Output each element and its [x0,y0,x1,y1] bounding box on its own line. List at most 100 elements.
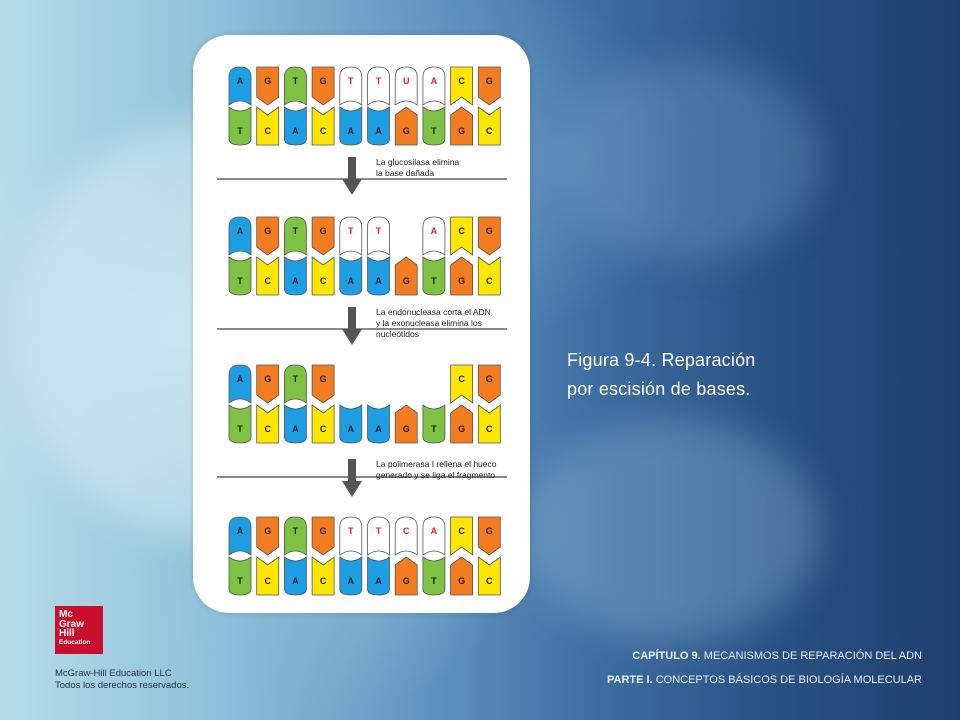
base-label: A [375,276,382,286]
step-label: La endonucleasa corta el ADN [376,307,491,317]
base-label: G [264,76,271,86]
base-label: T [431,276,437,286]
base-label: A [237,76,244,86]
nucleotide-bottom [284,106,307,146]
nucleotide-top [367,516,390,556]
copyright-notice: McGraw-Hill Education LLC Todos los dere… [55,668,189,692]
base-label: C [403,526,410,536]
nucleotide-bottom [394,256,418,296]
nucleotide-top [477,216,501,256]
base-label: G [458,126,465,136]
base-label: G [264,226,271,236]
nucleotide-top [450,66,473,106]
base-label: T [293,374,299,384]
base-label: G [486,76,493,86]
nucleotide-bottom [311,404,335,444]
base-label: T [237,576,243,586]
chapter-title: MECANISMOS DE REPARACIÓN DEL ADN [703,650,922,662]
background-blob [560,60,820,260]
nucleotide-bottom [367,556,390,596]
nucleotide-bottom [422,256,446,296]
nucleotide-top [367,216,390,256]
nucleotide-bottom [367,106,390,146]
nucleotide-top [228,66,252,106]
base-label: G [320,226,327,236]
nucleotide-bottom [394,556,418,596]
nucleotide-top [422,216,446,256]
base-label: G [264,526,271,536]
base-label: G [458,576,465,586]
nucleotide-top [477,66,501,106]
nucleotide-bottom [450,106,473,146]
base-label: G [403,126,410,136]
chapter-label: CAPÍTULO 9. [632,650,701,662]
nucleotide-bottom [450,404,473,444]
base-label: T [376,226,382,236]
nucleotide-bottom [477,106,501,146]
base-label: T [431,126,437,136]
logo-line-1: Mc [59,609,73,620]
base-label: A [375,576,382,586]
down-arrow-icon [342,459,362,497]
nucleotide-top [450,364,473,404]
base-label: G [320,374,327,384]
base-label: A [431,526,438,536]
base-label: A [292,126,299,136]
base-label: U [403,76,410,86]
base-label: G [486,374,493,384]
nucleotide-bottom [367,404,390,444]
base-label: G [458,424,465,434]
base-label: T [237,424,243,434]
nucleotide-top [339,66,363,106]
nucleotide-top [450,216,473,256]
base-label: C [320,276,327,286]
base-label: G [403,576,410,586]
nucleotide-top [284,364,307,404]
base-label: T [431,576,437,586]
base-label: T [376,526,382,536]
base-label: C [264,276,271,286]
base-label: G [403,424,410,434]
nucleotide-top [256,216,280,256]
base-label: A [375,126,382,136]
nucleotide-bottom [394,106,418,146]
base-label: C [458,226,465,236]
nucleotide-top [477,364,501,404]
nucleotide-bottom [228,404,252,444]
step-label: La glucosilasa elimina [376,157,459,167]
nucleotide-top [394,516,418,556]
nucleotide-top [228,216,252,256]
step-label: nucleótidos [376,329,419,339]
nucleotide-bottom [256,106,280,146]
nucleotide-top [339,216,363,256]
caption-line-2: por escisión de bases. [567,379,751,399]
base-label: T [293,226,299,236]
base-label: C [320,424,327,434]
nucleotide-bottom [228,256,252,296]
base-label: T [237,126,243,136]
nucleotide-top [228,364,252,404]
logo-line-4: Education [59,638,91,646]
nucleotide-top [311,364,335,404]
nucleotide-bottom [339,404,363,444]
base-label: T [376,76,382,86]
caption-line-1: Figura 9-4. Reparación [567,350,756,370]
nucleotide-bottom [228,556,252,596]
nucleotide-top [228,516,252,556]
copyright-line-1: McGraw-Hill Education LLC [55,668,172,679]
nucleotide-bottom [311,256,335,296]
nucleotide-bottom [394,404,418,444]
nucleotide-bottom [339,106,363,146]
nucleotide-bottom [311,556,335,596]
nucleotide-top [256,66,280,106]
base-label: A [348,424,355,434]
base-label: A [431,226,438,236]
nucleotide-top [422,516,446,556]
base-label: A [348,276,355,286]
base-label: A [292,424,299,434]
base-label: C [264,424,271,434]
nucleotide-bottom [477,404,501,444]
base-label: A [348,576,355,586]
copyright-line-2: Todos los derechos reservados. [55,680,190,691]
base-label: A [348,126,355,136]
